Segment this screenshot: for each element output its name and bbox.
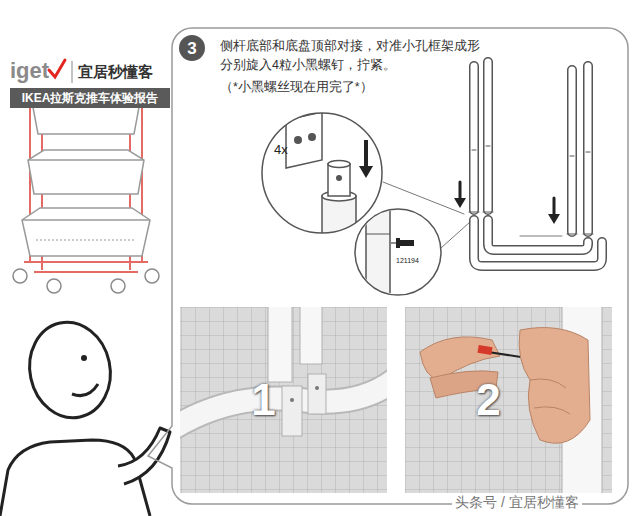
photo-frame: 2 [405, 307, 612, 493]
photo-frame: 1 [180, 307, 387, 493]
quantity-label: 4x [274, 142, 288, 157]
instruction-text: 侧杆底部和底盘顶部对接，对准小孔框架成形分别旋入4粒小黑螺钉，拧紧。 [220, 37, 484, 75]
detail-circle [261, 112, 383, 234]
photo [405, 307, 612, 493]
photo-number: 2 [476, 378, 500, 422]
logo-check [49, 60, 65, 77]
detail-circle [354, 208, 442, 296]
step-circle [179, 35, 205, 61]
step-number: 3 [187, 40, 196, 57]
brand-name: 宜居秒懂客 [78, 63, 153, 82]
detail-view [354, 200, 442, 304]
cart-illustration [13, 90, 159, 293]
instruction-panel: 侧杆底部和底盘顶部对接，对准小孔框架成形分别旋入4粒小黑螺钉，拧紧。 （*小黑螺丝… [172, 28, 628, 504]
part-number: 121194 [396, 257, 419, 264]
panel-outline [148, 28, 628, 504]
note-text: （*小黑螺丝现在用完了*） [220, 78, 484, 97]
detail-circle: 4x [261, 112, 383, 234]
title-bar: IKEA拉斯克推车体验报告 [10, 88, 170, 108]
step-circle: 3 [178, 34, 206, 62]
detail-circle: 121194 [354, 208, 442, 296]
photo-number: 1 [251, 378, 275, 422]
photo [180, 307, 387, 493]
logo-text: iget [10, 58, 49, 84]
logo-divider [72, 61, 73, 83]
detail-circle [355, 209, 441, 295]
ikea-man [0, 315, 170, 516]
detail-circle [262, 113, 382, 233]
watermark: 头条号 / 宜居秒懂客 [452, 494, 582, 512]
panel-outline [172, 28, 628, 504]
title-text: IKEA拉斯克推车体验报告 [22, 90, 159, 107]
